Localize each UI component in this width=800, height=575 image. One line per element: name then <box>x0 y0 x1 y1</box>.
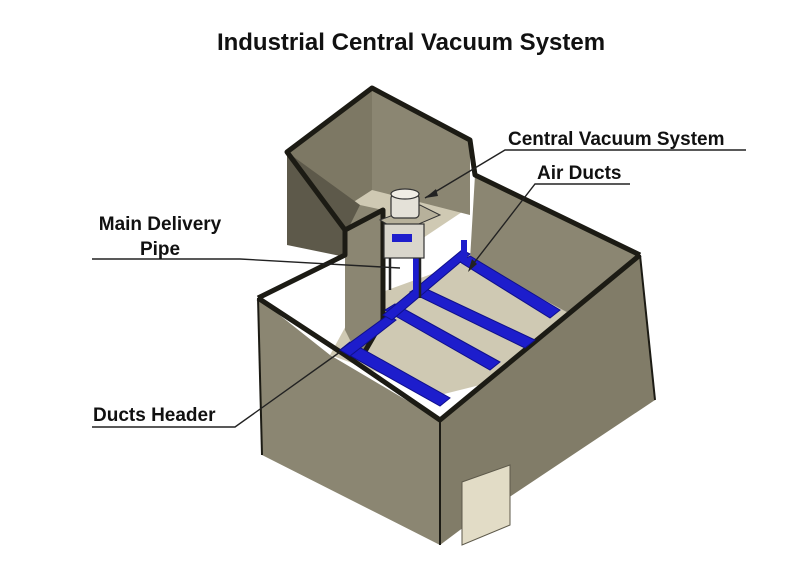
label-ducts-header: Ducts Header <box>93 405 216 426</box>
leader-ducts-header <box>92 351 341 428</box>
leader-air-ducts <box>469 183 630 269</box>
duct-drop-2 <box>461 240 467 262</box>
leader-air-ducts-arrow <box>468 259 477 272</box>
label-air-ducts: Air Ducts <box>537 163 621 184</box>
unit-motor-cap <box>390 188 420 200</box>
wall-top-front <box>256 253 642 423</box>
leader-lines <box>92 149 746 428</box>
diagram-title: Industrial Central Vacuum System <box>217 29 605 56</box>
duct-network <box>339 240 561 407</box>
label-main-delivery-line1: Main Delivery <box>99 214 222 235</box>
partition-wall <box>345 205 383 360</box>
wall-top-partition <box>343 207 386 362</box>
back-right-wall <box>372 88 470 215</box>
header-riser-duct <box>339 314 397 357</box>
leader-central-vacuum-arrow <box>425 189 438 198</box>
wall-edge-right <box>639 254 656 401</box>
duct-drop-1 <box>413 250 419 295</box>
front-left-wall <box>258 298 440 545</box>
wall-edge-left <box>257 297 263 456</box>
label-main-delivery-line2: Pipe <box>140 239 180 260</box>
unit-blue-part <box>392 234 412 242</box>
label-central-vacuum-system: Central Vacuum System <box>508 129 724 150</box>
leader-main-delivery <box>92 258 401 269</box>
building-model <box>256 85 656 546</box>
vacuum-unit <box>378 188 442 298</box>
right-outer-wall <box>470 175 655 400</box>
door <box>461 464 511 546</box>
air-duct-branch-1 <box>384 303 501 371</box>
leader-central-vacuum <box>424 149 746 199</box>
main-trunk-duct <box>382 249 471 321</box>
